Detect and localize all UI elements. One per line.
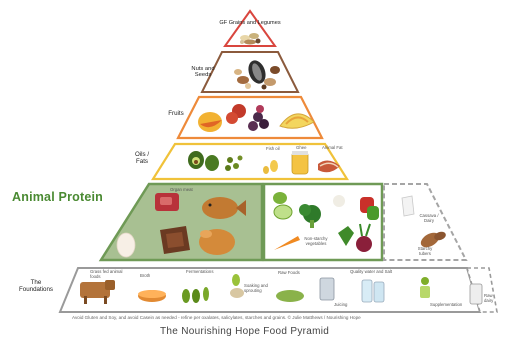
label-starchy-tubers: Starchy tubers [412, 247, 438, 256]
label-foundations: The Foundations [18, 280, 54, 293]
label-oils: Oils / Fats [130, 152, 154, 165]
label-juicing: Juicing [334, 303, 347, 308]
tier-oils [153, 144, 347, 179]
label-supplementation: Supplementation [430, 303, 462, 308]
page-title: The Nourishing Hope Food Pyramid [160, 327, 329, 338]
label-animal-fat: Animal Fat [322, 146, 343, 151]
label-soaking: Soaking and sprouting [244, 284, 268, 293]
label-cassava: Cassava / Dairy [418, 214, 440, 223]
label-broth: Broth [140, 274, 150, 279]
label-ghee: Ghee [296, 146, 307, 151]
label-animal-protein: Animal Protein [12, 191, 103, 204]
footnote: Avoid Gluten and Soy, and avoid Casein a… [72, 316, 361, 321]
tier-fruits [178, 97, 322, 138]
label-quality-water: Quality water and Salt [350, 270, 410, 275]
label-organ-meat: Organ meat [170, 188, 193, 193]
tier-grains [225, 11, 275, 46]
label-grains: GF Grains and Legumes [208, 21, 292, 27]
label-nuts: Nuts and Seeds [184, 66, 222, 78]
label-raw-dairy: Raw dairy [484, 294, 502, 303]
tier-vegetables [264, 184, 382, 260]
label-raw-foods: Raw Foods [278, 271, 300, 276]
label-non-starchy: Non-starchy vegetables [298, 237, 334, 246]
label-fruits: Fruits [158, 111, 194, 118]
label-fish-oil: Fish oil [266, 147, 280, 152]
label-grass-fed: Grass fed animal foods [90, 270, 130, 279]
label-fermentations: Fermentations [186, 270, 213, 275]
tier-protein [101, 184, 262, 260]
